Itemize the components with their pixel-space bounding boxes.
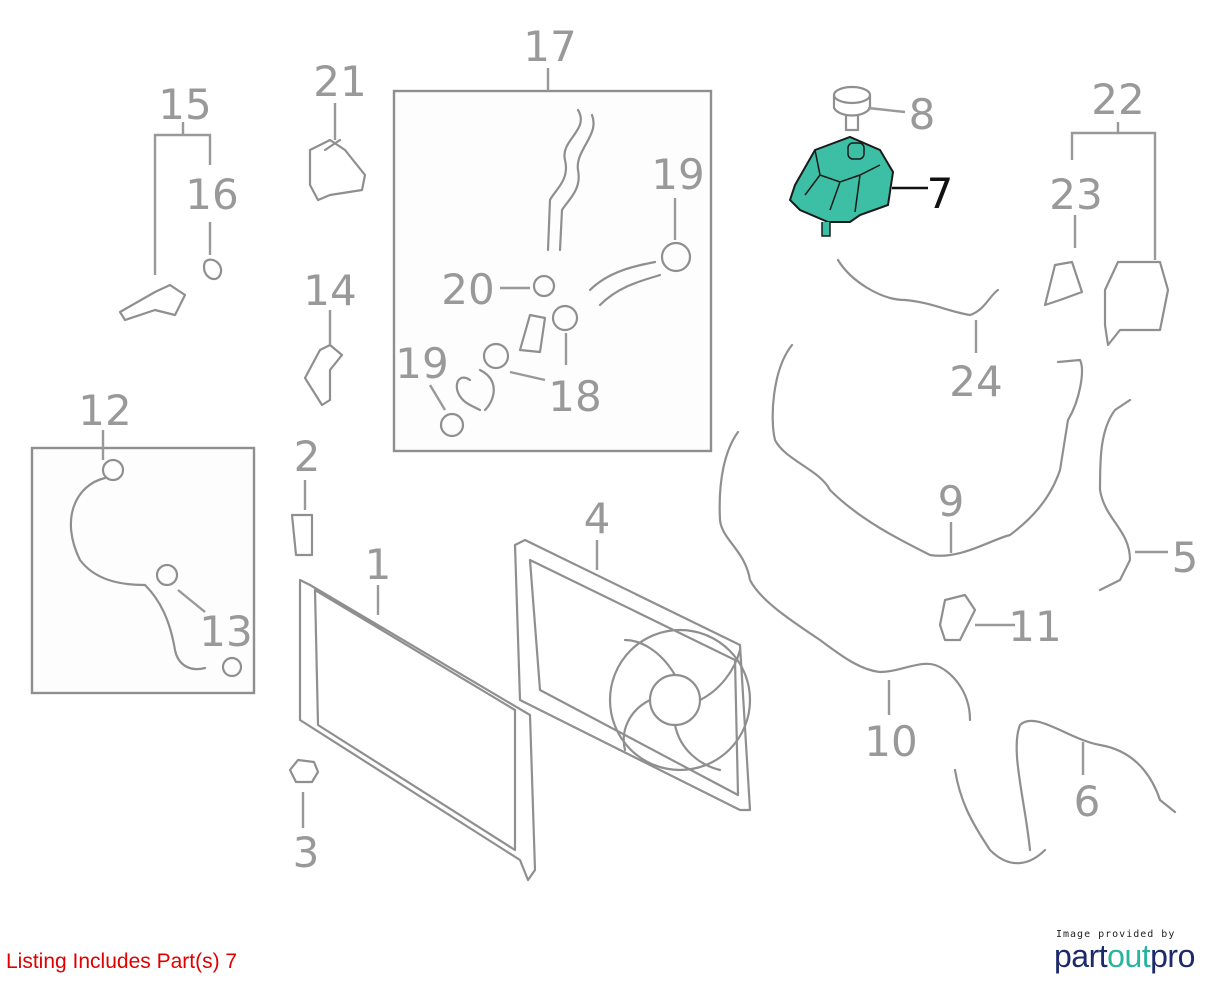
group-box-12 — [30, 446, 256, 695]
part-pipe-9 — [771, 343, 1083, 557]
part-pipe-10 — [718, 430, 972, 722]
callout-17: 17 — [523, 22, 576, 71]
callout-19-bottom: 19 — [395, 339, 448, 388]
logo-out: out — [1107, 938, 1151, 974]
callout-20: 20 — [441, 265, 494, 314]
callout-22: 22 — [1091, 75, 1144, 124]
part-hose-5 — [1098, 398, 1132, 592]
part-mount-3 — [288, 758, 320, 784]
callout-23: 23 — [1049, 170, 1102, 219]
part-coolant-reservoir-7 — [788, 135, 895, 237]
callout-24: 24 — [949, 357, 1002, 406]
callout-14: 14 — [303, 266, 356, 315]
leader-lines — [101, 68, 1168, 828]
callout-19-top: 19 — [651, 150, 704, 199]
image-credit: Image provided by — [1056, 929, 1176, 940]
part-bracket-21 — [308, 138, 367, 202]
callout-21: 21 — [313, 57, 366, 106]
callout-13: 13 — [199, 607, 252, 656]
part-bracket-11 — [938, 593, 977, 642]
partoutpro-logo: partoutpro — [1054, 938, 1195, 975]
part-upper-hose — [439, 108, 692, 438]
callout-1: 1 — [365, 540, 392, 589]
part-hose-12 — [69, 458, 243, 678]
part-radiator-1 — [298, 578, 537, 882]
part-sensor-15 — [118, 283, 187, 322]
part-thermostat-22 — [1103, 260, 1170, 347]
callout-12: 12 — [78, 386, 131, 435]
callout-7: 7 — [927, 169, 954, 218]
group-box-17 — [392, 89, 713, 453]
callout-6: 6 — [1074, 777, 1101, 826]
part-fan-shroud-4 — [513, 538, 752, 812]
callout-11: 11 — [1008, 602, 1061, 651]
part-gasket-23 — [1043, 260, 1084, 307]
callout-4: 4 — [584, 494, 611, 543]
callout-15: 15 — [158, 80, 211, 129]
part-harness-6 — [953, 719, 1177, 865]
callout-18: 18 — [548, 372, 601, 421]
callout-3: 3 — [293, 828, 320, 877]
part-cap-8 — [832, 85, 872, 132]
part-oring-16 — [202, 258, 223, 281]
callout-2: 2 — [294, 432, 321, 481]
callout-9: 9 — [938, 477, 965, 526]
part-hose-24 — [836, 258, 1000, 317]
callout-8: 8 — [909, 90, 936, 139]
logo-pro: pro — [1150, 938, 1195, 974]
part-bushing-2 — [290, 513, 314, 557]
callout-5: 5 — [1172, 533, 1199, 582]
callout-16: 16 — [185, 170, 238, 219]
callout-10: 10 — [864, 717, 917, 766]
part-bracket-14 — [303, 343, 344, 407]
listing-includes-text: Listing Includes Part(s) 7 — [6, 950, 238, 973]
logo-part: part — [1054, 938, 1108, 974]
